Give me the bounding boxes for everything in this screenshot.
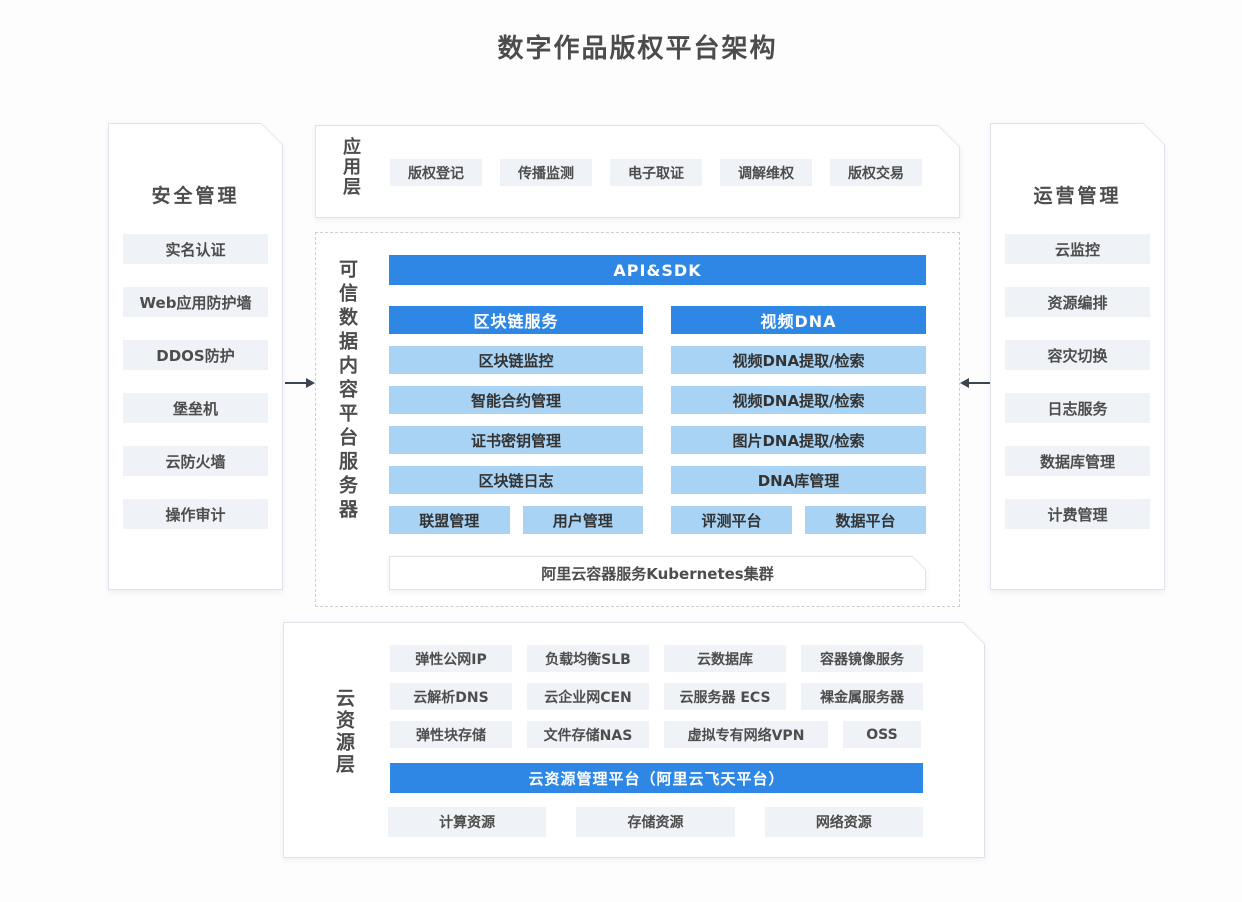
security-item: 实名认证: [123, 234, 268, 264]
cloud-service-item: 容器镜像服务: [801, 645, 923, 672]
app-item: 电子取证: [610, 159, 702, 186]
application-layer-box: 应用层 版权登记 传播监测 电子取证 调解维权 版权交易: [315, 125, 960, 218]
operations-item: 数据库管理: [1005, 446, 1150, 476]
application-layer-label: 应用层: [340, 137, 361, 197]
cloud-service-item: 弹性块存储: [390, 721, 512, 748]
video-dna-header: 视频DNA: [671, 306, 926, 334]
cloud-service-item: 负载均衡SLB: [527, 645, 649, 672]
security-item: 云防火墙: [123, 446, 268, 476]
operations-item: 计费管理: [1005, 499, 1150, 529]
cloud-service-item: 云解析DNS: [390, 683, 512, 710]
blockchain-service-header: 区块链服务: [389, 306, 643, 334]
trusted-platform-box: 可信数据内容平台服务器 API&SDK 区块链服务 区块链监控 智能合约管理 证…: [315, 232, 960, 607]
resource-category: 存储资源: [576, 807, 735, 837]
operations-item: 云监控: [1005, 234, 1150, 264]
panel-background: [390, 557, 925, 589]
app-item: 版权登记: [390, 159, 482, 186]
security-panel-title: 安全管理: [151, 185, 240, 207]
trusted-platform-label: 可信数据内容平台服务器: [336, 259, 358, 523]
video-dna-item: 视频DNA提取/检索: [671, 346, 926, 374]
kubernetes-cluster-bar: 阿里云容器服务Kubernetes集群: [389, 556, 926, 590]
blockchain-item: 用户管理: [522, 506, 643, 534]
cloud-service-item: 虚拟专有网络VPN: [664, 721, 828, 748]
security-item: 堡垒机: [123, 393, 268, 423]
app-item: 版权交易: [830, 159, 922, 186]
cloud-management-platform-bar: 云资源管理平台（阿里云飞天平台）: [390, 763, 923, 793]
blockchain-item: 区块链日志: [389, 466, 643, 494]
security-item: DDOS防护: [123, 340, 268, 370]
app-item: 调解维权: [720, 159, 812, 186]
kubernetes-cluster-label: 阿里云容器服务Kubernetes集群: [541, 564, 774, 583]
api-sdk-bar: API&SDK: [389, 255, 926, 285]
resource-category: 网络资源: [764, 807, 923, 837]
blockchain-item: 联盟管理: [389, 506, 510, 534]
operations-item: 容灾切换: [1005, 340, 1150, 370]
cloud-service-item: 裸金属服务器: [801, 683, 923, 710]
blockchain-item: 区块链监控: [389, 346, 643, 374]
cloud-service-item: 云企业网CEN: [527, 683, 649, 710]
app-item: 传播监测: [500, 159, 592, 186]
resource-category: 计算资源: [388, 807, 547, 837]
cloud-resource-layer-label: 云资源层: [333, 688, 355, 776]
security-panel: 安全管理 实名认证 Web应用防护墙 DDOS防护 堡垒机 云防火墙 操作审计: [108, 123, 283, 590]
video-dna-item: 数据平台: [805, 506, 926, 534]
cloud-resource-layer-box: 云资源层 弹性公网IP 负载均衡SLB 云数据库 容器镜像服务 云解析DNS 云…: [283, 622, 985, 858]
cloud-service-item: 云数据库: [664, 645, 786, 672]
cloud-service-item: 弹性公网IP: [390, 645, 512, 672]
operations-panel-title: 运营管理: [1033, 185, 1122, 207]
video-dna-item: 图片DNA提取/检索: [671, 426, 926, 454]
cloud-service-item: 云服务器 ECS: [664, 683, 786, 710]
cloud-service-item: 文件存储NAS: [527, 721, 649, 748]
security-item: Web应用防护墙: [123, 287, 268, 317]
security-item: 操作审计: [123, 499, 268, 529]
operations-item: 日志服务: [1005, 393, 1150, 423]
video-dna-item: 视频DNA提取/检索: [671, 386, 926, 414]
video-dna-item: DNA库管理: [671, 466, 926, 494]
operations-panel: 运营管理 云监控 资源编排 容灾切换 日志服务 数据库管理 计费管理: [990, 123, 1165, 590]
page-title: 数字作品版权平台架构: [497, 34, 778, 64]
left-flow-arrow: [285, 378, 315, 388]
cloud-service-item: OSS: [843, 721, 921, 748]
operations-item: 资源编排: [1005, 287, 1150, 317]
blockchain-item: 证书密钥管理: [389, 426, 643, 454]
video-dna-item: 评测平台: [671, 506, 792, 534]
blockchain-item: 智能合约管理: [389, 386, 643, 414]
right-flow-arrow: [960, 378, 990, 388]
